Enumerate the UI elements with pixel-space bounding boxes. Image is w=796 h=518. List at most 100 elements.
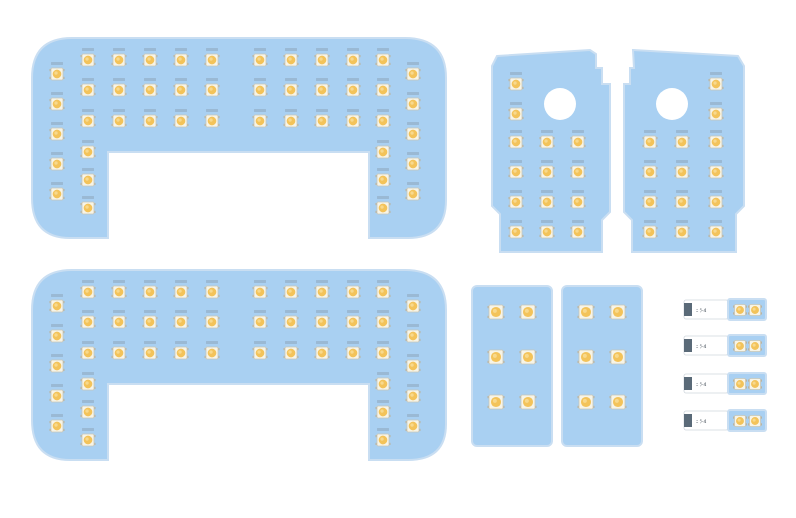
- led-chip: [733, 415, 747, 427]
- silkscreen-mark: [113, 310, 125, 313]
- silkscreen-mark: [347, 48, 359, 51]
- led-chip: [80, 173, 96, 187]
- led-chip: [283, 53, 299, 67]
- led-chip: [252, 315, 268, 329]
- silkscreen-mark: [206, 341, 218, 344]
- silkscreen-mark: [510, 102, 522, 105]
- led-chip: [142, 285, 158, 299]
- silkscreen-mark: [51, 92, 63, 95]
- led-chip: [80, 346, 96, 360]
- led-chip: [674, 225, 690, 239]
- silkscreen-mark: [82, 341, 94, 344]
- silkscreen-mark: [254, 78, 266, 81]
- led-chip: [142, 346, 158, 360]
- silkscreen-mark: [51, 152, 63, 155]
- silkscreen-mark: [254, 341, 266, 344]
- led-chip: [519, 304, 537, 320]
- led-chip: [80, 433, 96, 447]
- led-chip: [708, 165, 724, 179]
- silkscreen-mark: [676, 160, 688, 163]
- silkscreen-mark: [710, 130, 722, 133]
- led-chip: [204, 53, 220, 67]
- silkscreen-mark: [510, 72, 522, 75]
- silkscreen-mark: [347, 78, 359, 81]
- silkscreen-mark: [676, 220, 688, 223]
- led-chip: [375, 285, 391, 299]
- silkscreen-mark: [407, 152, 419, 155]
- silkscreen-mark: [510, 160, 522, 163]
- large-panel-top: [31, 37, 447, 239]
- led-chip: [173, 83, 189, 97]
- led-chip: [708, 77, 724, 91]
- led-chip: [204, 114, 220, 128]
- map-panel-right-hole: [656, 88, 688, 120]
- silkscreen-mark: [572, 220, 584, 223]
- silkscreen-mark: [175, 310, 187, 313]
- map-panel-right: [623, 48, 745, 253]
- silkscreen-mark: [144, 48, 156, 51]
- led-chip: [519, 349, 537, 365]
- silkscreen-mark: [82, 140, 94, 143]
- silkscreen-mark: [206, 310, 218, 313]
- silkscreen-mark: [316, 310, 328, 313]
- silkscreen-mark: [676, 190, 688, 193]
- silkscreen-mark: [710, 102, 722, 105]
- led-chip: [375, 173, 391, 187]
- silkscreen-mark: [175, 109, 187, 112]
- led-chip: [375, 114, 391, 128]
- small-panel-left: [471, 285, 553, 447]
- silkscreen-mark: [572, 160, 584, 163]
- silkscreen-mark: [82, 428, 94, 431]
- silkscreen-mark: [710, 190, 722, 193]
- led-chip: [708, 225, 724, 239]
- wedge-label: ﾆ ﾗ-4: [696, 308, 707, 314]
- silkscreen-mark: [51, 294, 63, 297]
- led-chip: [283, 315, 299, 329]
- silkscreen-mark: [113, 280, 125, 283]
- silkscreen-mark: [316, 341, 328, 344]
- silkscreen-mark: [316, 280, 328, 283]
- silkscreen-mark: [541, 220, 553, 223]
- led-chip: [577, 304, 595, 320]
- led-chip: [173, 53, 189, 67]
- led-chip: [204, 83, 220, 97]
- silkscreen-mark: [51, 354, 63, 357]
- led-chip: [708, 135, 724, 149]
- led-chip: [173, 346, 189, 360]
- silkscreen-mark: [51, 62, 63, 65]
- silkscreen-mark: [144, 310, 156, 313]
- silkscreen-mark: [407, 294, 419, 297]
- small-panel-right-board: [561, 285, 643, 447]
- led-chip: [642, 225, 658, 239]
- silkscreen-mark: [51, 182, 63, 185]
- silkscreen-mark: [377, 196, 389, 199]
- silkscreen-mark: [144, 280, 156, 283]
- silkscreen-mark: [541, 190, 553, 193]
- led-chip: [49, 419, 65, 433]
- led-chip: [283, 114, 299, 128]
- silkscreen-mark: [175, 341, 187, 344]
- led-chip: [142, 53, 158, 67]
- led-chip: [345, 114, 361, 128]
- led-chip: [539, 225, 555, 239]
- silkscreen-mark: [316, 48, 328, 51]
- led-chip: [539, 135, 555, 149]
- led-chip: [252, 285, 268, 299]
- led-chip: [642, 165, 658, 179]
- silkscreen-mark: [377, 168, 389, 171]
- led-chip: [733, 304, 747, 316]
- led-chip: [283, 83, 299, 97]
- large-panel-bottom-leds: [49, 280, 421, 447]
- led-chip: [142, 315, 158, 329]
- led-chip: [80, 315, 96, 329]
- led-chip: [405, 359, 421, 373]
- led-chip: [405, 299, 421, 313]
- large-panel-bottom-board: [31, 269, 447, 461]
- led-chip: [674, 195, 690, 209]
- led-chip: [508, 195, 524, 209]
- led-chip: [80, 83, 96, 97]
- silkscreen-mark: [82, 109, 94, 112]
- silkscreen-mark: [407, 62, 419, 65]
- silkscreen-mark: [285, 48, 297, 51]
- silkscreen-mark: [82, 196, 94, 199]
